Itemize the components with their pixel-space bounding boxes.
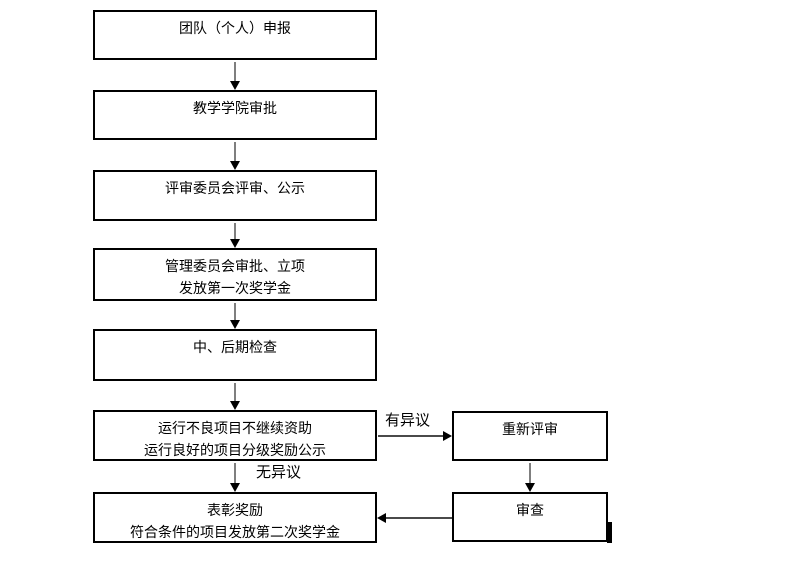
flow-box-text: 评审委员会评审、公示 [165,180,305,196]
flow-box-text: 发放第一次奖学金 [179,280,291,296]
flow-box-operation-result: 运行不良项目不继续资助 运行良好的项目分级奖励公示 [93,410,377,461]
flow-box-college-approval: 教学学院审批 [93,90,377,140]
flow-box-text: 管理委员会审批、立项 [165,258,305,274]
flow-box-text: 运行不良项目不继续资助 [158,420,312,436]
arrow-down-icon [230,161,240,170]
arrow-line [234,303,236,320]
flow-box-examination: 审查 [452,492,608,542]
artifact-mark [607,522,612,543]
flow-box-text: 重新评审 [502,421,558,437]
arrow-line [378,435,443,437]
flow-box-text: 符合条件的项目发放第二次奖学金 [130,524,340,540]
flow-box-management-approval: 管理委员会审批、立项 发放第一次奖学金 [93,248,377,301]
flow-box-re-review: 重新评审 [452,411,608,461]
flow-box-text: 审查 [516,502,544,518]
flow-box-text: 教学学院审批 [193,100,277,116]
arrow-right-icon [443,431,452,441]
arrow-line [234,463,236,483]
flow-box-mid-late-inspection: 中、后期检查 [93,329,377,381]
arrow-left-icon [377,513,386,523]
flow-box-text: 中、后期检查 [193,339,277,355]
arrow-down-icon [230,401,240,410]
arrow-line [234,383,236,401]
flow-box-text: 运行良好的项目分级奖励公示 [144,442,326,458]
arrow-line [529,463,531,483]
flow-box-commendation: 表彰奖励 符合条件的项目发放第二次奖学金 [93,492,377,543]
arrow-line [386,517,452,519]
arrow-line [234,223,236,239]
arrow-line [234,142,236,161]
flow-box-text: 表彰奖励 [207,502,263,518]
arrow-down-icon [230,81,240,90]
label-objection: 有异议 [385,412,431,429]
arrow-down-icon [230,320,240,329]
flow-box-declaration: 团队（个人）申报 [93,10,377,60]
arrow-down-icon [230,483,240,492]
flow-box-text: 团队（个人）申报 [179,20,291,36]
flow-box-committee-review: 评审委员会评审、公示 [93,170,377,221]
arrow-down-icon [525,483,535,492]
arrow-down-icon [230,239,240,248]
label-no-objection: 无异议 [256,464,302,481]
arrow-line [234,62,236,81]
